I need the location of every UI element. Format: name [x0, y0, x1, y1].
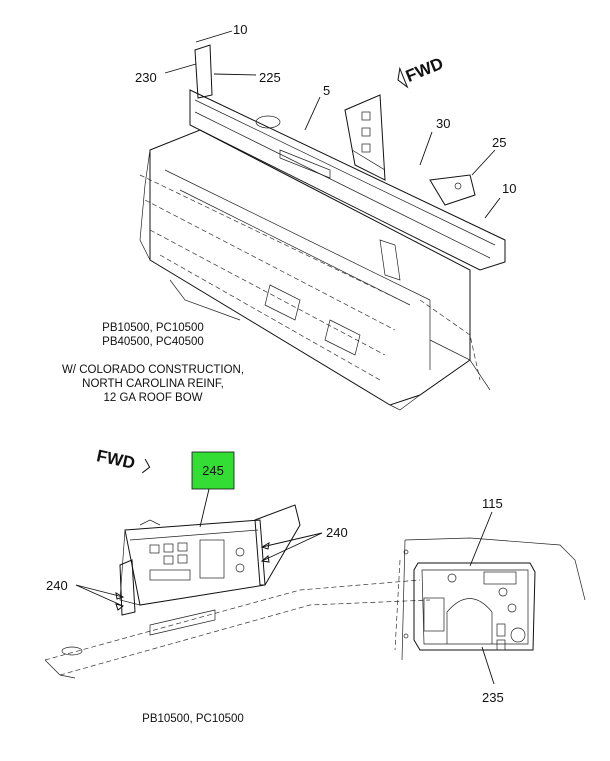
callout-230: 230 — [135, 70, 157, 85]
fwd-arrow-top: FWD — [397, 54, 446, 89]
callout-245: 245 — [202, 463, 224, 478]
callout-240-left: 240 — [46, 578, 68, 593]
callout-235: 235 — [482, 690, 504, 705]
condition-line3: 12 GA ROOF BOW — [103, 392, 202, 404]
fwd-label-top: FWD — [403, 54, 446, 86]
callout-10-right: 10 — [502, 181, 516, 196]
callout-115: 115 — [482, 496, 503, 511]
fwd-arrow-bottom: FWD — [95, 446, 151, 474]
callout-5: 5 — [323, 83, 330, 98]
callout-245-highlight — [191, 451, 235, 490]
callout-225: 225 — [259, 70, 281, 85]
panel-mount-drawing — [44, 504, 431, 679]
fwd-label-bottom: FWD — [95, 446, 137, 473]
roof-bow-assembly-drawing — [139, 44, 506, 411]
models-top-line1: PB10500, PC10500 — [102, 322, 204, 334]
condition-line1: W/ COLORADO CONSTRUCTION, — [62, 364, 244, 376]
callout-240-right: 240 — [326, 525, 348, 540]
instrument-panel-drawing — [394, 537, 586, 661]
callout-25: 25 — [492, 135, 506, 150]
models-bottom: PB10500, PC10500 — [142, 713, 244, 725]
callout-30: 30 — [436, 116, 450, 131]
models-top-line2: PB40500, PC40500 — [102, 336, 204, 348]
condition-line2: NORTH CAROLINA REINF, — [82, 378, 224, 390]
top-leader-lines — [164, 30, 501, 219]
callout-10-top: 10 — [233, 22, 247, 37]
